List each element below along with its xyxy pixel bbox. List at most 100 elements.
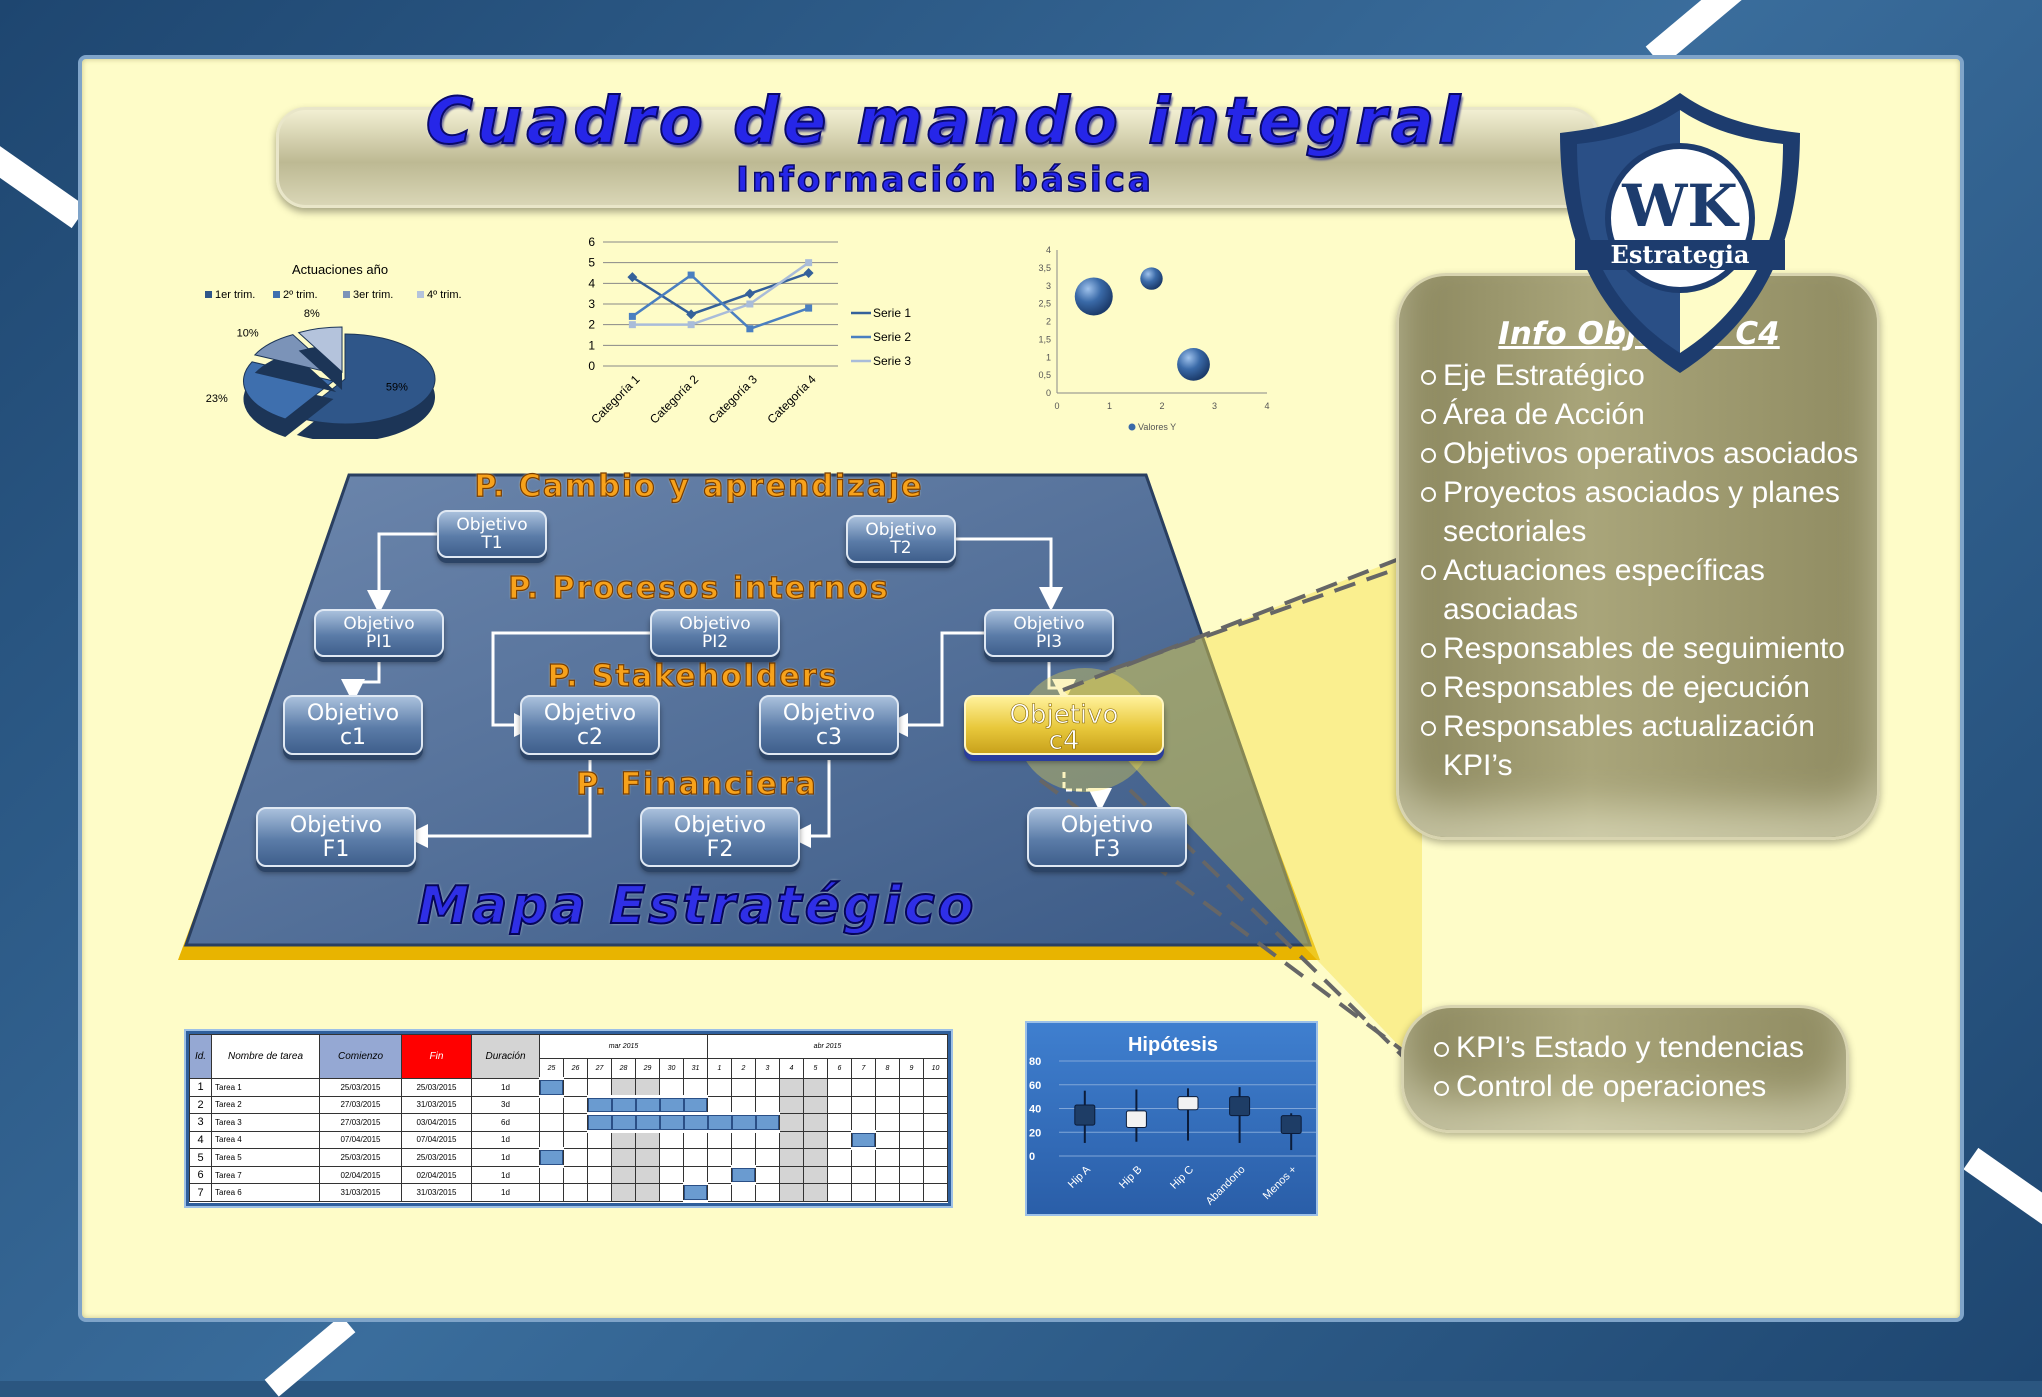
cell-end: 02/04/2015 <box>401 1165 472 1185</box>
gantt-day-cell <box>707 1078 732 1097</box>
candle-body <box>1125 1110 1147 1128</box>
cell-duration: 1d <box>471 1130 540 1150</box>
gantt-day-cell <box>851 1129 876 1151</box>
gantt-day-cell <box>539 1113 564 1132</box>
gantt-day-cell <box>779 1130 804 1150</box>
gantt-day-cell <box>755 1148 780 1167</box>
gantt-day-cell <box>611 1165 636 1185</box>
gantt-day-cell <box>539 1077 564 1098</box>
bubble <box>1140 267 1163 290</box>
gantt-day-cell <box>731 1095 756 1115</box>
cell-duration: 1d <box>471 1165 540 1185</box>
gantt-day-cell <box>851 1078 876 1097</box>
gantt-day-cell <box>755 1112 780 1133</box>
gantt-day-cell <box>827 1183 852 1202</box>
gantt-day-cell <box>611 1148 636 1167</box>
gantt-day-cell <box>659 1130 684 1150</box>
legend-label: 3er trim. <box>353 289 393 301</box>
gantt-day-cell <box>683 1182 708 1203</box>
cell-start: 02/04/2015 <box>319 1165 402 1185</box>
node-label: Objetivo <box>1009 700 1119 730</box>
node-code: T1 <box>481 533 503 553</box>
node-code: T2 <box>890 538 912 558</box>
bubble <box>1177 348 1210 381</box>
x-tick-label: Menos + <box>1261 1164 1300 1203</box>
y-tick-label: 0 <box>588 359 595 373</box>
gantt-day-cell <box>779 1113 804 1132</box>
candle-body <box>1177 1096 1199 1111</box>
series-line <box>632 261 810 326</box>
data-point <box>746 300 754 308</box>
x-tick-label: Categoría 1 <box>588 372 642 426</box>
cell-duration: 1d <box>471 1148 540 1167</box>
gantt-day-cell <box>875 1165 900 1185</box>
series-line <box>631 273 810 331</box>
gantt-day-cell <box>683 1165 708 1185</box>
gantt-day-cell <box>923 1095 948 1115</box>
page-subtitle: Información básica <box>735 159 1154 201</box>
y-tick-label: 4 <box>588 276 595 290</box>
gantt-day-cell <box>875 1148 900 1167</box>
callout-cone <box>1063 550 1422 1070</box>
gantt-day-cell <box>635 1094 660 1116</box>
y-tick-label: 4 <box>1046 245 1051 255</box>
gantt-day-cell <box>803 1148 828 1167</box>
gantt-day-cell <box>731 1112 756 1133</box>
y-tick-label: 0 <box>1029 1151 1035 1163</box>
gantt-day-cell <box>563 1130 588 1150</box>
info-item: Responsables de ejecución <box>1421 668 1877 707</box>
header-day: 4 <box>779 1058 804 1079</box>
header-month: mar 2015 <box>539 1034 708 1059</box>
gantt-day-cell <box>755 1183 780 1202</box>
legend-label: Serie 1 <box>873 306 911 320</box>
gantt-day-cell <box>587 1130 612 1150</box>
gantt-day-cell <box>899 1095 924 1115</box>
gantt-day-cell <box>923 1078 948 1097</box>
data-point <box>628 321 636 329</box>
gantt-day-cell <box>659 1094 684 1116</box>
gantt-day-cell <box>923 1148 948 1167</box>
node-label: Objetivo <box>679 614 751 634</box>
x-tick-label: 3 <box>1212 401 1217 411</box>
candle-body <box>1074 1104 1096 1126</box>
gantt-day-cell <box>803 1165 828 1185</box>
node-label: Objetivo <box>1060 813 1154 838</box>
gantt-day-cell <box>683 1094 708 1116</box>
info-item: Actuaciones específicas asociadas <box>1421 551 1877 629</box>
y-tick-label: 60 <box>1029 1080 1041 1092</box>
legend-label: Serie 2 <box>873 330 911 344</box>
gantt-day-cell <box>707 1112 732 1133</box>
gantt-day-cell <box>539 1130 564 1150</box>
cell-name: Tarea 6 <box>211 1183 320 1202</box>
legend-swatch <box>273 291 280 298</box>
bubble <box>1074 277 1113 316</box>
gantt-day-cell <box>683 1112 708 1133</box>
node-code: F1 <box>322 837 350 862</box>
gantt-day-cell <box>707 1148 732 1167</box>
gantt-day-cell <box>755 1165 780 1185</box>
map-arrows <box>341 532 1112 848</box>
cell-id: 5 <box>189 1148 212 1167</box>
gantt-day-cell <box>803 1183 828 1202</box>
wk-logo-shield: WK Estrategia <box>1560 93 1800 373</box>
gantt-day-cell <box>539 1095 564 1115</box>
gantt-day-cell <box>875 1130 900 1150</box>
cell-name: Tarea 4 <box>211 1130 320 1150</box>
